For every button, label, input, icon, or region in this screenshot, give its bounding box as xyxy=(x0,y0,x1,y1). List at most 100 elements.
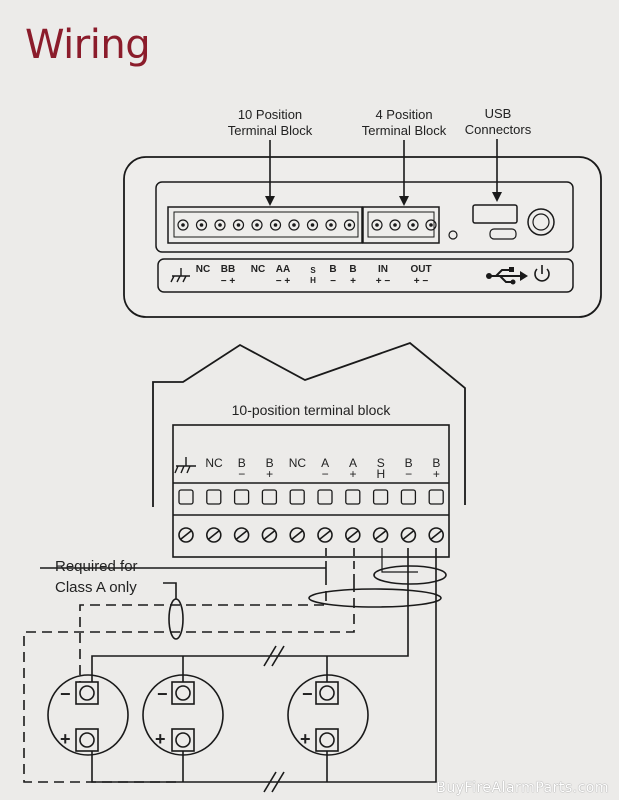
panel-label-bottom: H xyxy=(310,276,316,285)
ground-icon xyxy=(170,268,190,283)
block-tab xyxy=(233,489,250,505)
block-tab xyxy=(261,489,278,505)
block-tab xyxy=(428,489,444,505)
panel-screw-center xyxy=(411,223,415,227)
block-tab xyxy=(317,489,333,505)
panel-screw-center xyxy=(255,223,259,227)
block-screw xyxy=(178,527,194,543)
panel-screw xyxy=(251,219,263,231)
panel-label-bottom: − + xyxy=(220,276,236,287)
block-tab xyxy=(289,489,305,505)
block-label-top: A xyxy=(348,456,357,470)
panel-screw xyxy=(195,219,208,231)
detector-2 xyxy=(142,674,224,756)
block-label-top: B xyxy=(237,456,246,470)
block-label-top: NC xyxy=(288,456,307,470)
block-screw xyxy=(206,527,222,543)
block-screw xyxy=(428,527,445,543)
block-screw-slot xyxy=(236,530,248,540)
polarity-minus-1: − xyxy=(60,684,71,704)
block-screw-slot xyxy=(402,530,414,540)
panel-label-bottom: − xyxy=(330,276,336,287)
panel-screw xyxy=(325,219,337,231)
power-icon xyxy=(534,265,550,282)
block-label-bottom: + xyxy=(266,467,274,481)
block-screw xyxy=(261,527,278,543)
panel-label-top: S xyxy=(310,266,316,275)
panel-screw xyxy=(343,219,356,231)
panel-screw-center xyxy=(310,223,315,227)
panel-label-top: OUT xyxy=(410,264,432,275)
block-label-bottom: − xyxy=(321,467,329,481)
block-screws xyxy=(178,527,445,543)
block-screw-slot xyxy=(375,530,387,540)
panel-screw xyxy=(425,219,437,231)
panel-screw xyxy=(214,219,226,231)
panel-screw xyxy=(177,219,189,231)
polarity-plus-2: + xyxy=(155,729,166,749)
block-label-bottom: H xyxy=(376,467,386,481)
wiring xyxy=(23,548,447,793)
panel-screw-center xyxy=(393,223,397,227)
block-screw-slot xyxy=(430,530,442,540)
block-label-top: B xyxy=(404,456,413,470)
polarity-plus-1: + xyxy=(60,729,71,749)
block-tab xyxy=(345,489,361,505)
panel-label-bottom: − + xyxy=(275,276,291,287)
block-screw-slot xyxy=(263,530,275,540)
block-label-top: NC xyxy=(205,456,223,470)
block-screw xyxy=(289,527,306,543)
block-screw xyxy=(344,527,361,543)
panel-label-top: NC xyxy=(250,264,266,275)
usb-icon xyxy=(486,267,528,285)
panel-screw-center xyxy=(375,223,379,227)
block-tab xyxy=(178,489,194,505)
panel-label-top: B xyxy=(329,264,337,275)
polarity-plus-3: + xyxy=(300,729,311,749)
polarity-minus-3: − xyxy=(302,684,313,704)
detector-1 xyxy=(47,674,129,756)
watermark: BuyFireAlarmParts.com xyxy=(436,780,609,796)
block-label-bottom: + xyxy=(349,467,357,481)
detector-3 xyxy=(287,674,369,756)
ground-icon xyxy=(174,457,196,474)
panel-screw xyxy=(288,219,300,231)
block-label-top: S xyxy=(376,456,385,470)
block-screw-slot xyxy=(319,530,331,540)
block-label-bottom: − xyxy=(405,467,413,481)
panel-screw-center xyxy=(236,223,241,227)
panel-screw xyxy=(232,219,245,231)
panel-screw-center xyxy=(199,223,204,227)
block-screw-slot xyxy=(180,530,192,540)
block-tab xyxy=(400,489,417,505)
block-label-top: B xyxy=(432,456,441,470)
block-screw xyxy=(400,527,417,543)
panel-screw-center xyxy=(218,223,222,227)
panel-screw-center xyxy=(347,223,352,227)
block-tab xyxy=(206,489,222,505)
panel-label-top: AA xyxy=(275,264,291,275)
panel-label-top: BB xyxy=(220,264,236,275)
block-title: 10-position terminal block xyxy=(231,402,391,418)
panel-label-top: NC xyxy=(195,264,211,275)
block-screw xyxy=(233,527,250,543)
panel-screw xyxy=(389,219,401,231)
panel-screw xyxy=(269,219,282,231)
detectors xyxy=(47,656,369,782)
panel-screw-center xyxy=(329,223,333,227)
panel-label-bottom: + xyxy=(350,276,356,287)
panel-label-top: B xyxy=(349,264,357,275)
panel-screw-center xyxy=(429,223,433,227)
panel-screw xyxy=(371,219,383,231)
block-tab xyxy=(372,489,389,505)
panel-screws xyxy=(177,219,437,231)
block-label-bottom: − xyxy=(238,467,246,481)
block-screw-slot xyxy=(291,530,303,540)
block-screw-slot xyxy=(347,530,359,540)
block-screw xyxy=(372,527,389,543)
